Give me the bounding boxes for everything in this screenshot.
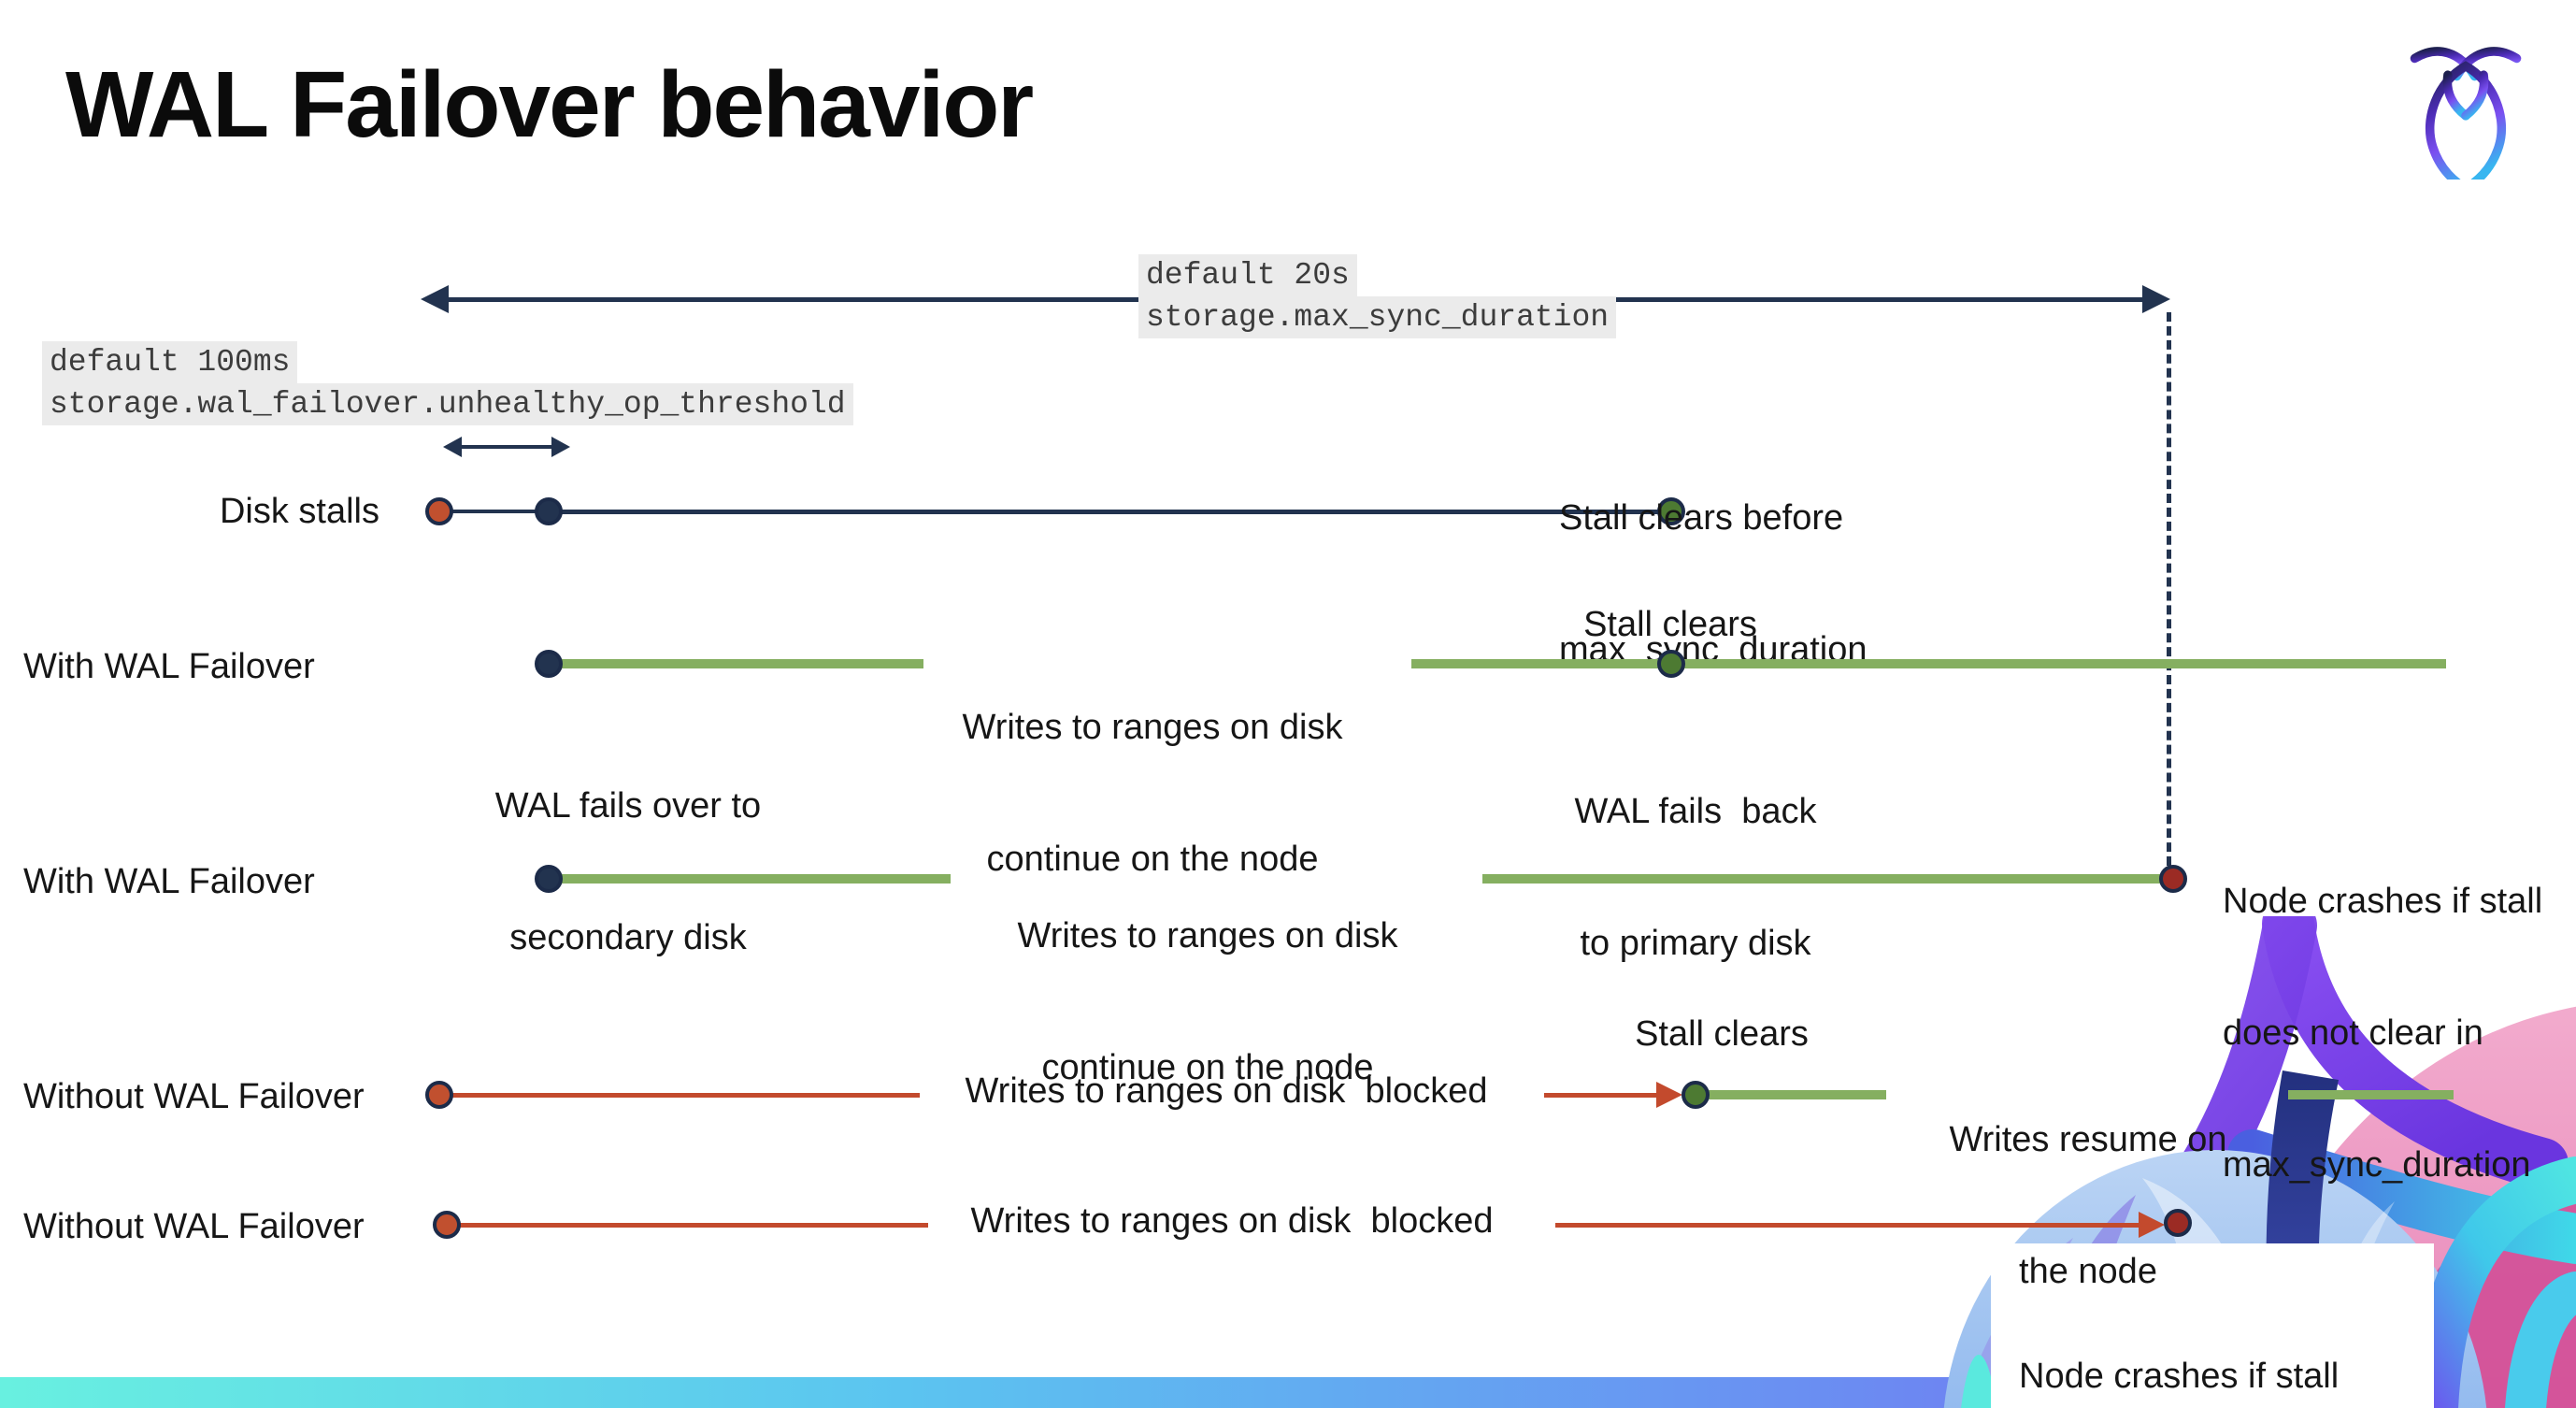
max-sync-default-label: default 20s	[1138, 254, 1357, 296]
annotation-line: WAL fails back	[1574, 792, 1817, 831]
annotation-line: secondary disk	[509, 918, 747, 957]
writes-continue-annotation-2: Writes to ranges on disk continue on the…	[1002, 826, 1413, 1178]
stall-clears-annotation-2: Stall clears	[1635, 1014, 1809, 1054]
stall-start-dot	[433, 1211, 461, 1239]
arrow-head-left-icon	[421, 285, 449, 313]
annotation-line: Writes resume on	[1949, 1120, 2227, 1159]
stall-clear-dot	[1682, 1081, 1710, 1109]
annotation-line: continue on the node	[986, 840, 1319, 879]
page-title: WAL Failover behavior	[65, 52, 1034, 157]
writes-continue-line-3	[559, 874, 951, 884]
annotation-line: continue on the node	[1041, 1048, 1374, 1087]
failover-dot	[535, 865, 563, 893]
stall-clear-dot	[1657, 650, 1685, 678]
writes-blocked-line-1	[452, 1093, 920, 1098]
disk-stalls-connector-line	[439, 510, 549, 513]
annotation-line: Writes to ranges on disk	[962, 708, 1343, 747]
small-arrow-head-left-icon	[443, 437, 462, 457]
disk-stalls-timeline	[549, 510, 1671, 514]
annotation-line: Node crashes if stall	[2019, 1357, 2340, 1396]
writes-resume-line-2	[2288, 1090, 2454, 1099]
writes-blocked-line-2	[460, 1223, 928, 1228]
stall-start-dot	[425, 497, 453, 525]
stall-clears-arrow-shaft	[1544, 1093, 1667, 1098]
node-crashes-callout-box	[1991, 1243, 2434, 1408]
node-crashes-annotation-2: Node crashes if stall does not clear in …	[2019, 1267, 2339, 1408]
red-arrow-head-icon	[2139, 1212, 2165, 1238]
writes-blocked-annotation-1: Writes to ranges on disk blocked	[965, 1071, 1488, 1111]
failover-trigger-dot	[535, 497, 563, 525]
annotation-line: to primary disk	[1580, 924, 1811, 963]
wal-fails-back-annotation: WAL fails back to primary disk	[1527, 702, 1864, 1054]
annotation-line: Node crashes if stall	[2223, 882, 2543, 921]
annotation-line: Writes to ranges on disk	[1017, 916, 1398, 955]
row-label-with-wal-failover-1: With WAL Failover	[23, 647, 315, 686]
node-crash-dot	[2159, 865, 2187, 893]
annotation-line: WAL fails over to	[494, 786, 762, 826]
writes-continue-annotation: Writes to ranges on disk continue on the…	[947, 618, 1358, 970]
annotation-line: the node	[2019, 1252, 2157, 1291]
max-sync-boundary-dashed-line	[2167, 312, 2171, 866]
cockroachdb-logo-icon	[2410, 47, 2522, 180]
row-label-without-wal-failover-1: Without WAL Failover	[23, 1077, 365, 1116]
writes-continue-line-1	[559, 659, 923, 668]
row-label-with-wal-failover-2: With WAL Failover	[23, 862, 315, 901]
unhealthy-op-threshold-label: default 100ms storage.wal_failover.unhea…	[42, 341, 853, 425]
writes-resume-annotation: Writes resume on the node	[1939, 1030, 2238, 1382]
stall-clear-dot	[1657, 497, 1685, 525]
wal-fails-over-annotation: WAL fails over to secondary disk	[460, 697, 796, 1048]
row-label-without-wal-failover-2: Without WAL Failover	[23, 1207, 365, 1246]
max-sync-duration-label: default 20s storage.max_sync_duration	[1138, 254, 1617, 338]
threshold-default-label: default 100ms	[42, 341, 298, 383]
annotation-line: max_sync_duration	[2223, 1145, 2531, 1185]
max-sync-setting-name: storage.max_sync_duration	[1138, 296, 1617, 338]
annotation-line: Stall clears before	[1559, 498, 1844, 538]
node-crash-arrow-shaft	[1555, 1223, 2144, 1228]
stall-clears-annotation: Stall clears	[1583, 605, 1757, 644]
writes-blocked-annotation-2: Writes to ranges on disk blocked	[970, 1201, 1494, 1241]
red-arrow-head-icon	[1656, 1082, 1682, 1108]
stall-start-dot	[425, 1081, 453, 1109]
writes-continue-line-4	[1482, 874, 2161, 884]
threshold-setting-name: storage.wal_failover.unhealthy_op_thresh…	[42, 383, 853, 425]
threshold-arrow	[456, 445, 557, 449]
writes-resume-line-1	[1709, 1090, 1886, 1099]
node-crash-dot	[2164, 1209, 2192, 1237]
small-arrow-head-right-icon	[551, 437, 570, 457]
annotation-line: does not clear in	[2223, 1013, 2483, 1053]
failover-dot	[535, 650, 563, 678]
arrow-head-right-icon	[2142, 285, 2170, 313]
node-crashes-annotation-1: Node crashes if stall does not clear in …	[2223, 792, 2542, 1275]
writes-continue-line-2	[1411, 659, 2446, 668]
row-label-disk-stalls: Disk stalls	[219, 492, 379, 531]
